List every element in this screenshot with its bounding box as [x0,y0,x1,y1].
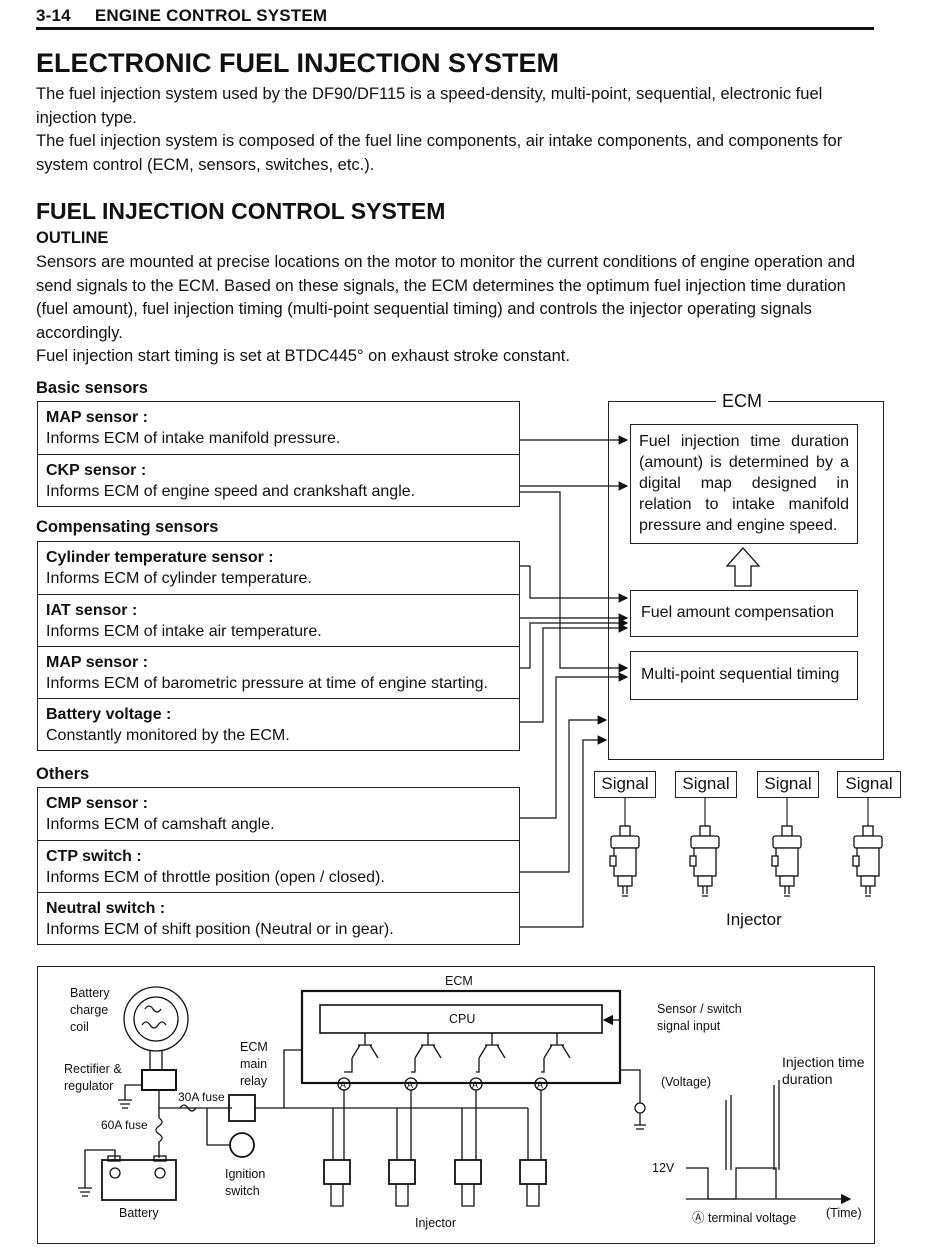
fuse-30a-icon [179,1104,197,1112]
sensor-title: Battery voltage : [46,706,172,723]
sensor-title: Cylinder temperature sensor : [46,549,274,566]
terminal-a-mark: A [407,1080,413,1090]
ignition-switch-icon [229,1132,255,1158]
page-number: 3-14 [36,6,71,25]
fuse60-label: 60A fuse [101,1118,148,1132]
sensor-title: MAP sensor : [46,409,148,426]
time-label: (Time) [826,1206,862,1220]
terminal-a-mark: A [340,1080,346,1090]
page-title: ELECTRONIC FUEL INJECTION SYSTEM [36,48,560,78]
charge-coil-label-2: charge [70,1003,108,1017]
sensor-title: CKP sensor : [46,462,147,479]
sensor-item: IAT sensor : Informs ECM of intake air te… [38,594,519,646]
battery-icon [101,1159,177,1201]
intro-paragraph-1: The fuel injection system used by the DF… [36,85,823,127]
sensor-item: Battery voltage : Constantly monitored by… [38,698,519,750]
rectifier-label-1: Rectifier & [64,1062,122,1076]
signal-box: Signal [594,771,656,798]
fuel-compensation-box: Fuel amount compensation [630,590,858,637]
sequential-timing-box: Multi-point sequential timing [630,651,858,700]
cpu-label: CPU [449,1012,475,1026]
sensor-title: IAT sensor : [46,602,138,619]
sensor-item: Cylinder temperature sensor : Informs ECM… [38,542,519,594]
relay-label-1: ECM [240,1040,268,1054]
injection-time-label-1: Injection time [782,1054,865,1070]
battery-label: Battery [119,1206,159,1220]
other-sensors-box: CMP sensor : Informs ECM of camshaft angl… [37,787,520,945]
outline-paragraph-1: Sensors are mounted at precise locations… [36,253,856,342]
sensor-item: MAP sensor : Informs ECM of barometric pr… [38,646,519,698]
section-title: FUEL INJECTION CONTROL SYSTEM [36,198,446,224]
sensor-input-label-2: signal input [657,1019,721,1033]
sensor-item: CKP sensor : Informs ECM of engine speed … [38,454,519,506]
sensor-title: CTP switch : [46,848,142,865]
header-rule [36,27,874,30]
voltage-label: (Voltage) [661,1075,711,1089]
outline-heading: OUTLINE [36,229,109,247]
sensor-input-label-1: Sensor / switch [657,1002,742,1016]
circuit-ecm-label: ECM [445,974,473,988]
ignition-label-1: Ignition [225,1167,265,1181]
signal-box: Signal [757,771,819,798]
others-heading: Others [36,765,90,783]
circuit-diagram-frame [37,966,875,1244]
sensor-desc: Informs ECM of barometric pressure at ti… [46,675,488,692]
charge-coil-label-3: coil [70,1020,89,1034]
sensor-item: CTP switch : Informs ECM of throttle posi… [38,840,519,892]
sensor-desc: Constantly monitored by the ECM. [46,727,290,744]
sensor-desc: Informs ECM of engine speed and cranksha… [46,483,416,500]
rectifier-label-2: regulator [64,1079,113,1093]
page-header: 3-14 ENGINE CONTROL SYSTEM [36,6,327,26]
12v-label: 12V [652,1161,675,1175]
sensor-desc: Informs ECM of intake manifold pressure. [46,430,341,447]
rectifier-icon [141,1069,177,1091]
basic-sensors-heading: Basic sensors [36,379,148,397]
ecm-label: ECM [716,391,768,412]
signal-box: Signal [837,771,901,798]
sensor-item: CMP sensor : Informs ECM of camshaft angl… [38,788,519,840]
injector-label: Injector [726,910,782,929]
charge-coil-icon [123,986,189,1052]
injection-time-label-2: duration [782,1071,833,1087]
compensating-sensors-box: Cylinder temperature sensor : Informs ECM… [37,541,520,751]
terminal-a-mark: A [472,1080,478,1090]
sensor-title: CMP sensor : [46,795,148,812]
relay-label-3: relay [240,1074,268,1088]
signal-box: Signal [675,771,737,798]
fuse-60a-icon [155,1117,163,1158]
terminal-voltage-label: Ⓐ terminal voltage [692,1211,796,1225]
sensor-desc: Informs ECM of cylinder temperature. [46,570,312,587]
sensor-item: Neutral switch : Informs ECM of shift pos… [38,892,519,944]
charge-coil-label-1: Battery [70,986,110,1000]
terminal-a-mark: A [537,1080,543,1090]
compensating-sensors-heading: Compensating sensors [36,518,219,536]
sensor-desc: Informs ECM of throttle position (open /… [46,869,385,886]
outline-paragraph-2: Fuel injection start timing is set at BT… [36,347,570,365]
intro-paragraph-2: The fuel injection system is composed of… [36,132,843,174]
ignition-label-2: switch [225,1184,260,1198]
sensor-title: Neutral switch : [46,900,166,917]
sensor-item: MAP sensor : Informs ECM of intake manifo… [38,402,519,454]
sensor-desc: Informs ECM of intake air temperature. [46,623,322,640]
basic-sensors-box: MAP sensor : Informs ECM of intake manifo… [37,401,520,507]
main-relay-icon [228,1094,256,1122]
sensor-title: MAP sensor : [46,654,148,671]
circuit-injector-label: Injector [415,1216,456,1230]
sensor-desc: Informs ECM of camshaft angle. [46,816,275,833]
relay-label-2: main [240,1057,267,1071]
fuse30-label: 30A fuse [178,1090,225,1104]
fuel-map-box: Fuel injection time duration (amount) is… [630,424,858,544]
header-section: ENGINE CONTROL SYSTEM [94,6,328,25]
sensor-desc: Informs ECM of shift position (Neutral o… [46,921,394,938]
